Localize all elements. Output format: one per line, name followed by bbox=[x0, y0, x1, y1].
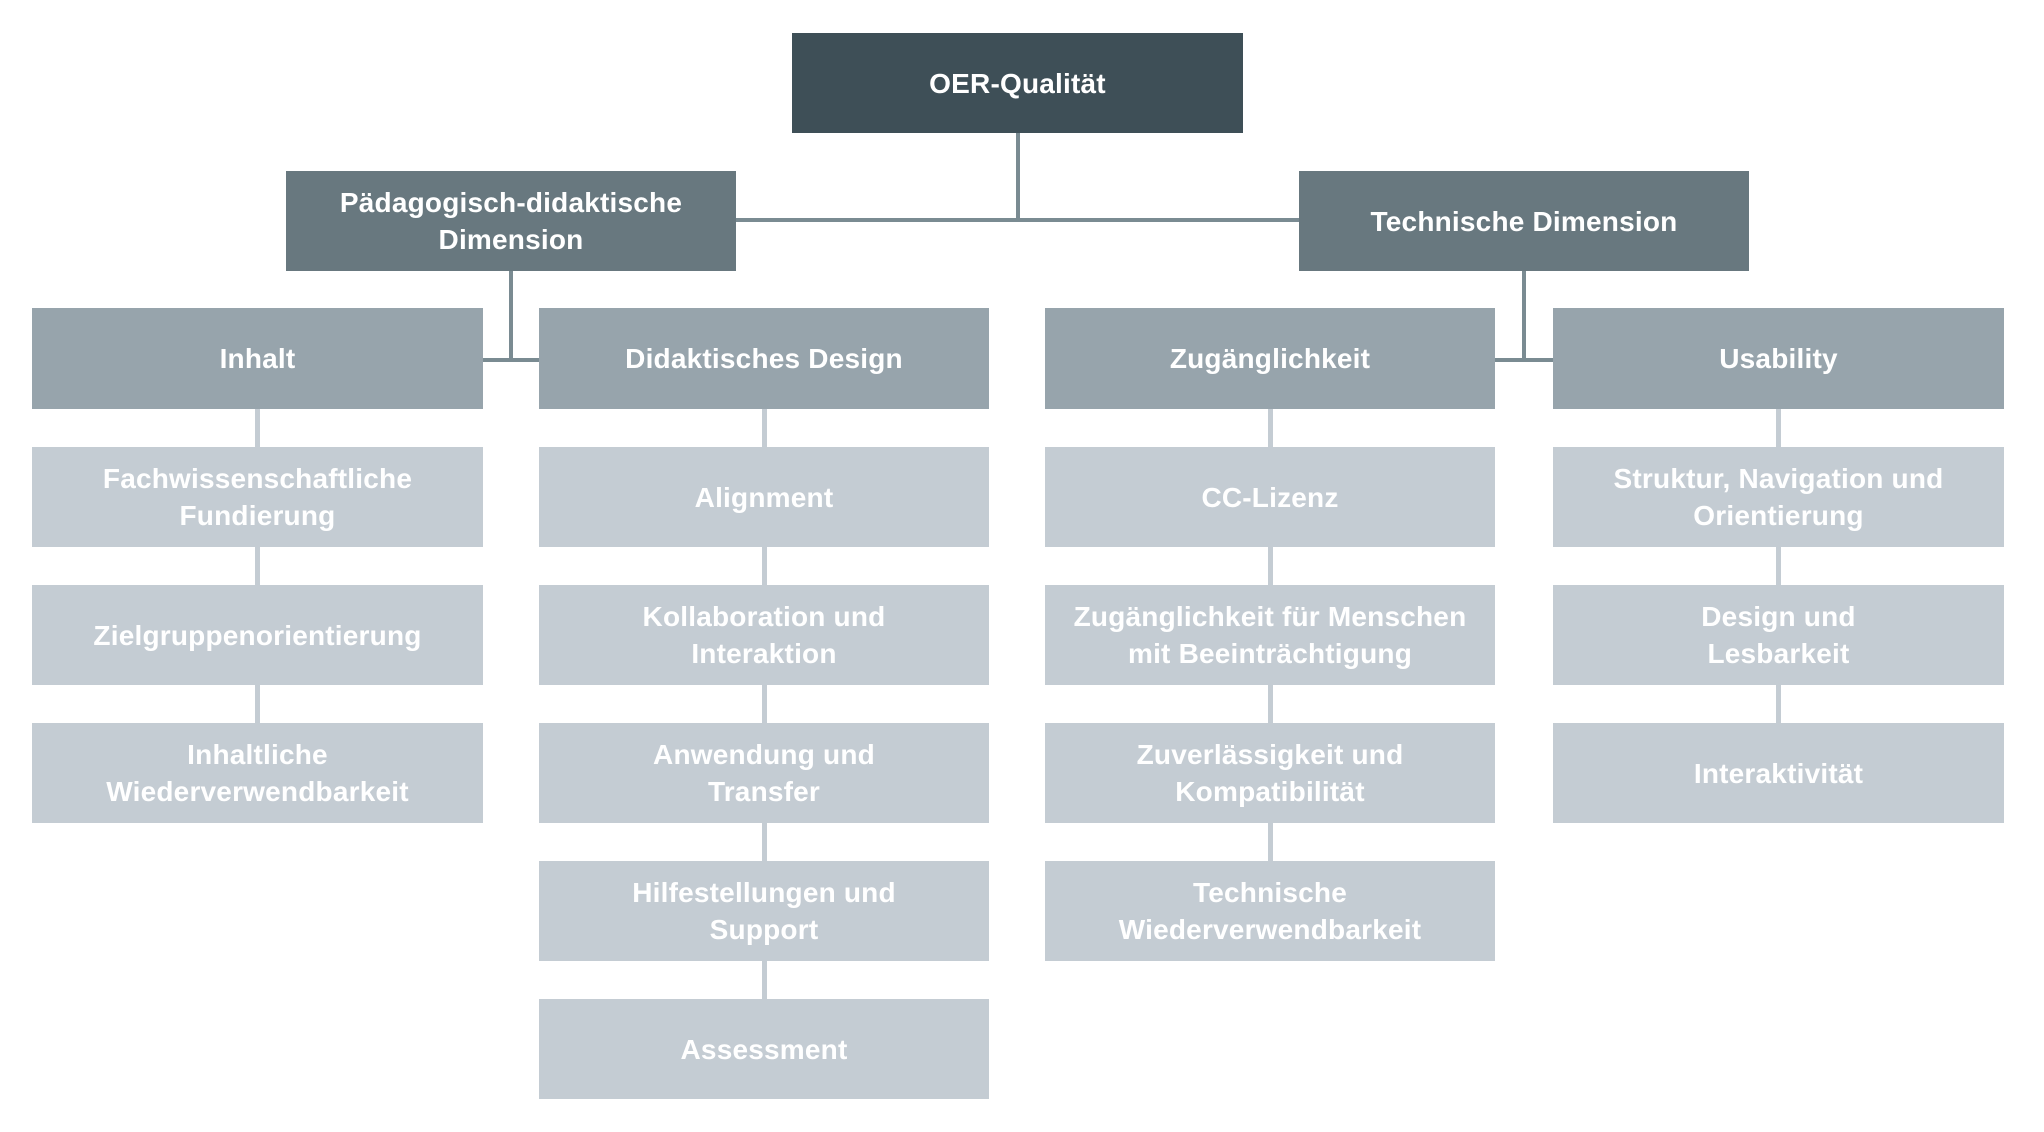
node-technische-wiederverwendbarkeit: Technische Wiederverwendbarkeit bbox=[1045, 861, 1495, 961]
node-zugaenglichkeit: Zugänglichkeit bbox=[1045, 308, 1495, 409]
connector-inhalt-gap-2 bbox=[255, 547, 260, 586]
node-paedagogisch-didaktische-dimension: Pädagogisch-didaktische Dimension bbox=[286, 171, 736, 271]
node-inhaltliche-wiederverwendbarkeit: Inhaltliche Wiederverwendbarkeit bbox=[32, 723, 483, 823]
node-zielgruppenorientierung: Zielgruppenorientierung bbox=[32, 585, 483, 685]
connector-didaktisches-design-gap-3 bbox=[762, 685, 767, 724]
connector-zugaenglichkeit-gap-1 bbox=[1268, 409, 1273, 448]
node-struktur-navigation-und-orientierung: Struktur, Navigation und Orientierung bbox=[1553, 447, 2004, 547]
connector-didaktisches-design-gap-5 bbox=[762, 961, 767, 1000]
connector-usability-gap-3 bbox=[1776, 685, 1781, 724]
node-technische-dimension: Technische Dimension bbox=[1299, 171, 1749, 271]
node-cc-lizenz: CC-Lizenz bbox=[1045, 447, 1495, 547]
node-oer-qualitaet: OER-Qualität bbox=[792, 33, 1243, 133]
connector-zugaenglichkeit-gap-3 bbox=[1268, 685, 1273, 724]
connector-didaktisches-design-gap-2 bbox=[762, 547, 767, 586]
node-zugaenglichkeit-fuer-menschen-mit-beeintraechtigung: Zugänglichkeit für Menschen mit Beeinträ… bbox=[1045, 585, 1495, 685]
node-inhalt: Inhalt bbox=[32, 308, 483, 409]
connector-root-vertical bbox=[1016, 133, 1020, 222]
node-kollaboration-und-interaktion: Kollaboration und Interaktion bbox=[539, 585, 989, 685]
connector-paedagogisch-horizontal bbox=[483, 358, 539, 362]
node-usability: Usability bbox=[1553, 308, 2004, 409]
connector-technisch-horizontal bbox=[1495, 358, 1553, 362]
connector-usability-gap-2 bbox=[1776, 547, 1781, 586]
connector-inhalt-gap-3 bbox=[255, 685, 260, 724]
node-zuverlaessigkeit-und-kompatibilitaet: Zuverlässigkeit und Kompatibilität bbox=[1045, 723, 1495, 823]
connector-root-horizontal bbox=[736, 218, 1299, 222]
connector-didaktisches-design-gap-4 bbox=[762, 823, 767, 862]
connector-technisch-vertical bbox=[1522, 271, 1526, 362]
node-design-und-lesbarkeit: Design und Lesbarkeit bbox=[1553, 585, 2004, 685]
connector-didaktisches-design-gap-1 bbox=[762, 409, 767, 448]
node-fachwissenschaftliche-fundierung: Fachwissenschaftliche Fundierung bbox=[32, 447, 483, 547]
connector-usability-gap-1 bbox=[1776, 409, 1781, 448]
node-interaktivitaet: Interaktivität bbox=[1553, 723, 2004, 823]
node-assessment: Assessment bbox=[539, 999, 989, 1099]
connector-zugaenglichkeit-gap-4 bbox=[1268, 823, 1273, 862]
connector-paedagogisch-vertical bbox=[509, 271, 513, 362]
node-alignment: Alignment bbox=[539, 447, 989, 547]
connector-inhalt-gap-1 bbox=[255, 409, 260, 448]
node-didaktisches-design: Didaktisches Design bbox=[539, 308, 989, 409]
node-anwendung-und-transfer: Anwendung und Transfer bbox=[539, 723, 989, 823]
connector-zugaenglichkeit-gap-2 bbox=[1268, 547, 1273, 586]
node-hilfestellungen-und-support: Hilfestellungen und Support bbox=[539, 861, 989, 961]
